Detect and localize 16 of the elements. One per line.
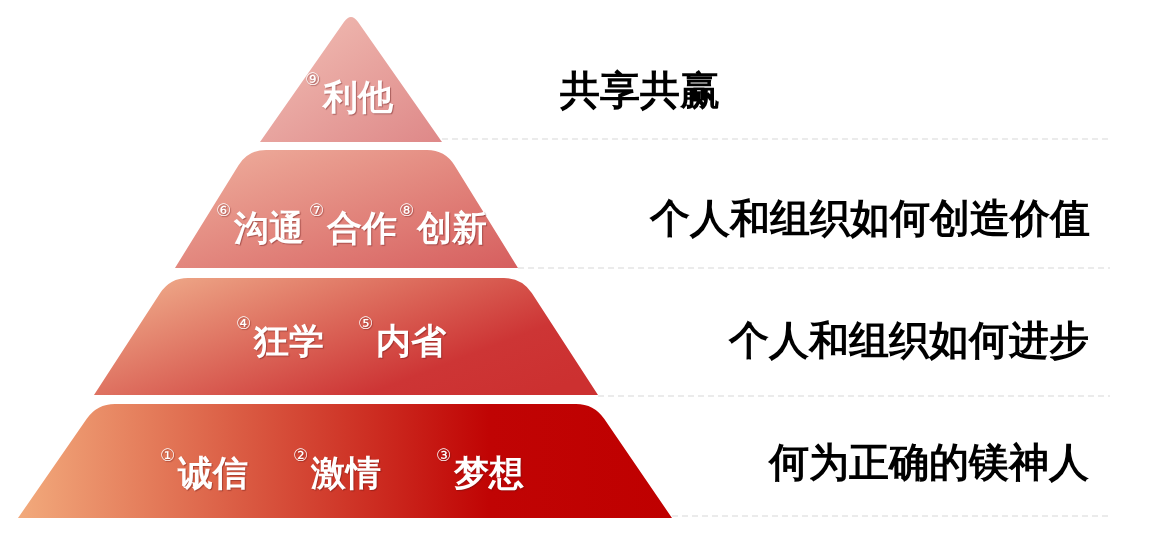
value-text: $^{②}$激情 <box>293 444 383 495</box>
value-text: $^{③}$梦想 <box>436 444 526 495</box>
pyramid-tier <box>94 278 598 395</box>
value-text: $^{⑥}$沟通 <box>216 199 306 250</box>
value-text: $^{①}$诚信 <box>160 444 250 495</box>
tier-caption: 共享共赢 <box>560 66 720 115</box>
tier-caption: 个人和组织如何进步 <box>729 316 1089 365</box>
pyramid-tier <box>18 404 672 518</box>
value-text: $^{⑧}$创新 <box>399 199 489 250</box>
value-text: $^{⑨}$利他 <box>305 68 395 119</box>
tier-caption: 个人和组织如何创造价值 <box>650 194 1090 243</box>
value-text: $^{⑦}$合作 <box>309 199 399 250</box>
value-text: $^{④}$狂学 <box>236 312 326 363</box>
tier-caption: 何为正确的镁神人 <box>769 438 1089 487</box>
value-text: $^{⑤}$内省 <box>358 312 448 363</box>
pyramid-tier <box>175 150 518 268</box>
